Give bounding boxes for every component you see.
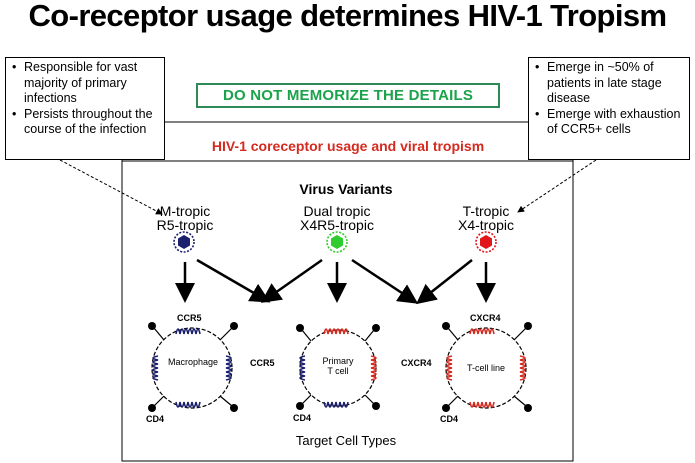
variant-x4-line1: T-tropic (462, 203, 510, 219)
variant-x4r5-line1: Dual tropic (303, 203, 371, 219)
panel-title: Virus Variants (299, 181, 393, 197)
right-callout: Emerge in ~50% of patients in late stage… (528, 57, 690, 160)
variant-x4r5-line2: X4R5-tropic (300, 217, 374, 233)
macrophage-cd4-label: CD4 (146, 414, 165, 424)
macrophage-name: Macrophage (167, 357, 219, 367)
variant-x4-line2: X4-tropic (457, 217, 515, 233)
notice-banner: DO NOT MEMORIZE THE DETAILS (196, 83, 500, 108)
tcellline-cxcr4-top-label: CXCR4 (470, 313, 501, 323)
virus-r5-icon (173, 231, 195, 253)
tcellline-name: T-cell line (466, 363, 505, 373)
left-callout-item: Responsible for vast majority of primary… (10, 60, 158, 107)
primary-tcell-cd4-label: CD4 (293, 413, 312, 423)
tcell-line-cell (442, 322, 532, 412)
variants-panel (121, 160, 574, 462)
virus-x4r5-icon (326, 231, 348, 253)
right-callout-item: Emerge in ~50% of patients in late stage… (533, 60, 683, 107)
arrow-x4-to-primary (416, 259, 473, 305)
primary-tcell-name-line1: Primary (322, 356, 354, 366)
variant-x4r5-label: Dual tropic X4R5-tropic (282, 204, 392, 232)
left-callout-item: Persists throughout the course of the in… (10, 107, 158, 138)
arrow-dual-to-macrophage (260, 258, 323, 303)
left-callout-arrow (59, 159, 163, 215)
primary-tcell-name: Primary T cell (316, 356, 360, 376)
primary-tcell-name-line2: T cell (327, 366, 349, 376)
left-callout: Responsible for vast majority of primary… (5, 57, 165, 160)
panel-footer: Target Cell Types (295, 433, 397, 448)
tcellline-cd4-label: CD4 (440, 414, 459, 424)
slide-title: Co-receptor usage determines HIV-1 Tropi… (28, 0, 667, 33)
right-callout-item: Emerge with exhaustion of CCR5+ cells (533, 107, 683, 138)
variant-x4-label: T-tropic X4-tropic (441, 204, 531, 232)
tcellline-cxcr4-side-label: CXCR4 (401, 358, 432, 368)
variant-r5-label: M-tropic R5-tropic (140, 204, 230, 232)
macrophage-ccr5-side-label: CCR5 (250, 358, 275, 368)
arrow-dual-to-tcellline (351, 258, 419, 304)
primary-tcell-cell (296, 324, 380, 410)
virus-x4-icon (475, 231, 497, 253)
macrophage-cell (148, 322, 238, 412)
macrophage-ccr5-top-label: CCR5 (177, 313, 202, 323)
variant-r5-line2: R5-tropic (156, 217, 214, 233)
right-callout-arrow (517, 159, 597, 213)
subtitle: HIV-1 coreceptor usage and viral tropism (211, 138, 485, 154)
arrow-r5-to-primary (196, 258, 271, 303)
variant-r5-line1: M-tropic (159, 203, 211, 219)
